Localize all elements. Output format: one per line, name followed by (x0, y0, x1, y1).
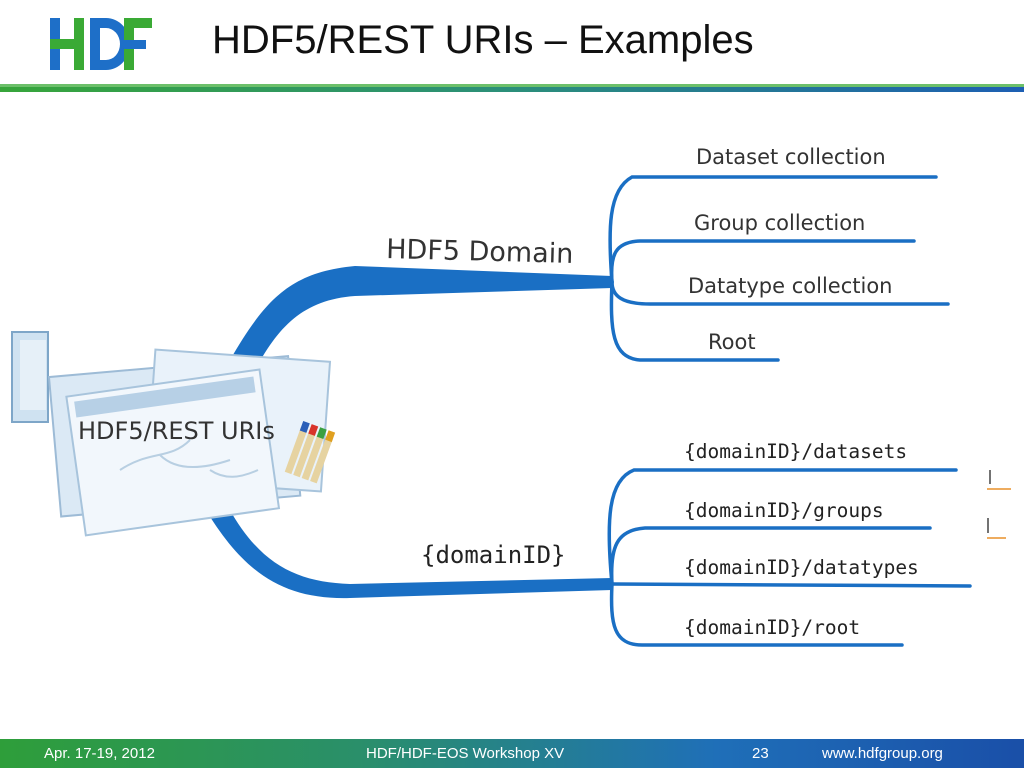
node-dataset-collection: Dataset collection (696, 145, 886, 169)
node-group-collection: Group collection (694, 211, 865, 235)
mind-map: HDF5/REST URIs HDF5 Domain {domainID} Da… (11, 145, 1011, 647)
cut-off-marks (987, 470, 1011, 539)
node-domainid-datatypes: {domainID}/datatypes (684, 556, 919, 579)
node-datatype-collection: Datatype collection (688, 274, 892, 298)
sub-branches-top (608, 175, 950, 362)
central-node-label: HDF5/REST URIs (78, 417, 275, 445)
sub-branches-bottom (607, 468, 972, 647)
page-title: HDF5/REST URIs – Examples (212, 18, 754, 62)
central-node-image (11, 331, 336, 537)
header-divider (0, 84, 1024, 92)
node-root: Root (708, 330, 756, 354)
footer-event: HDF/HDF-EOS Workshop XV (366, 745, 565, 762)
slide-footer: Apr. 17-19, 2012 HDF/HDF-EOS Workshop XV… (0, 739, 1024, 768)
slide-header: HDF5/REST URIs – Examples (0, 0, 1024, 96)
node-domainid-root: {domainID}/root (684, 616, 860, 639)
branch-connector-top (230, 266, 612, 380)
branch-connector-bottom (200, 480, 612, 599)
footer-page-number: 23 (752, 745, 769, 762)
node-domainid-groups: {domainID}/groups (684, 499, 884, 522)
hdf-logo (50, 18, 152, 70)
branch-label-domainid: {domainID} (421, 541, 566, 569)
node-domainid-datasets: {domainID}/datasets (684, 440, 907, 463)
footer-url: www.hdfgroup.org (822, 745, 943, 762)
branch-label-hdf5-domain: HDF5 Domain (386, 234, 574, 270)
footer-date: Apr. 17-19, 2012 (44, 745, 155, 762)
